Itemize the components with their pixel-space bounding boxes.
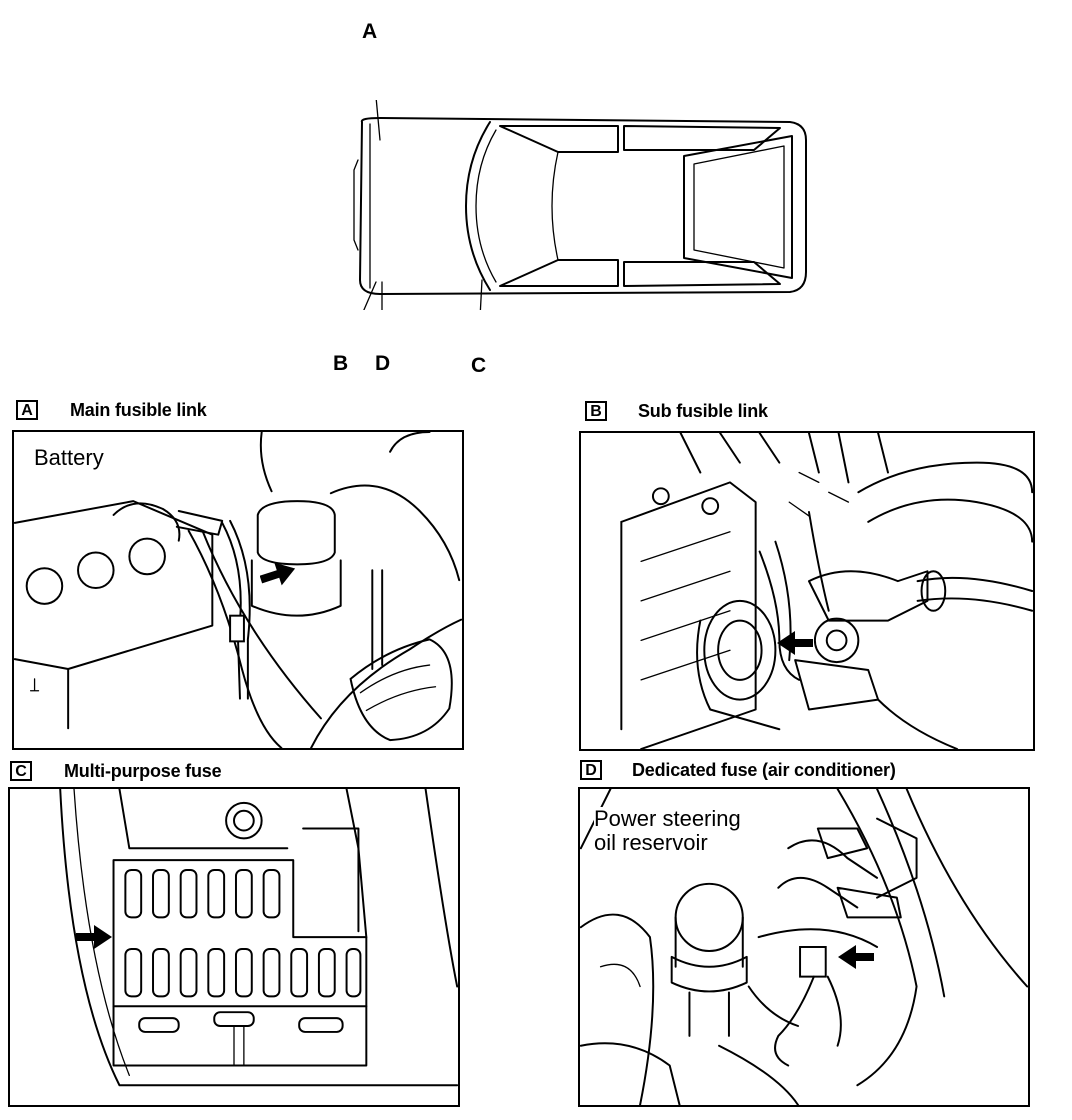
panel-main-fusible-link: Battery [12, 430, 464, 750]
section-b-letter: B [585, 401, 607, 421]
panel-dedicated-fuse: Power steering oil reservoir [578, 787, 1030, 1107]
callout-a: A [362, 20, 378, 43]
callout-b: B [333, 352, 349, 375]
callout-d: D [375, 352, 391, 375]
dedicated-fuse-illustration [580, 789, 1028, 1105]
section-a-letter: A [16, 400, 38, 420]
callout-c: C [471, 354, 487, 377]
oil-reservoir-label: oil reservoir [594, 830, 708, 855]
arrow-right-icon [76, 925, 112, 949]
main-fusible-link-illustration [14, 432, 462, 748]
multi-purpose-fuse-illustration [59, 789, 458, 1087]
section-c-title: Multi-purpose fuse [64, 761, 222, 781]
section-b-title: Sub fusible link [638, 401, 768, 421]
section-a-title: Main fusible link [70, 400, 207, 420]
power-steering-label: Power steering [594, 806, 741, 831]
car-top-view [353, 100, 807, 310]
section-d-letter: D [580, 760, 602, 780]
arrow-right-icon [777, 631, 813, 655]
section-c-letter: C [10, 761, 32, 781]
battery-label: Battery [34, 445, 104, 470]
section-d-title: Dedicated fuse (air conditioner) [632, 760, 896, 780]
panel-multi-purpose-fuse [8, 787, 460, 1107]
arrow-right-icon [838, 945, 874, 969]
panel-sub-fusible-link [579, 431, 1035, 751]
arrow-right-icon [260, 562, 296, 586]
sub-fusible-link-illustration [620, 433, 1033, 749]
